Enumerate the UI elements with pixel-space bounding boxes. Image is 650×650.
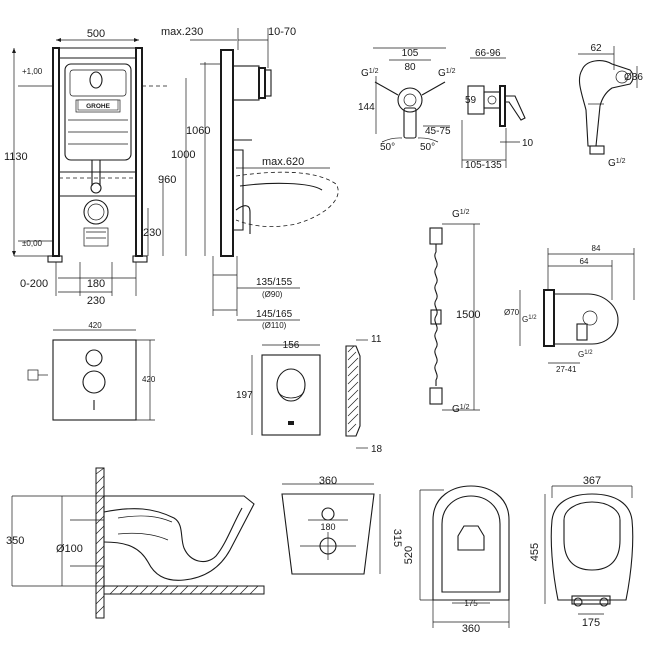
shower-w62-label: 62 — [590, 43, 602, 54]
frame-pipe90-label: (Ø90) — [262, 290, 283, 299]
frame-pipe135-label: 135/155 — [256, 277, 293, 288]
frame-w230-label: 230 — [87, 295, 105, 307]
bowl-h350-label: 350 — [6, 535, 24, 547]
seat-bowl-w360-label: 360 — [462, 623, 480, 635]
holder-w64-label: 64 — [580, 257, 589, 266]
sound-insulation-plate — [27, 329, 155, 421]
seat-w175-label: 175 — [582, 617, 600, 629]
frame-height-label: 1130 — [4, 151, 28, 163]
mixer-side-59-label: 59 — [465, 95, 477, 106]
frame-side-view — [190, 28, 339, 321]
bowl-seat-top-view — [419, 485, 510, 628]
button-d18-label: 18 — [371, 444, 383, 455]
seat-bowl-h520-label: 520 — [403, 546, 415, 564]
frame-offset-label: 10-70 — [268, 26, 296, 38]
frame-zero-level-label: ±0,00 — [22, 239, 43, 248]
frame-h960-label: 960 — [158, 174, 176, 186]
mixer-g-right-label: G1/2 — [438, 68, 456, 79]
frame-plus-level-label: +1,00 — [22, 67, 43, 76]
frame-range-0-200-label: 0-200 — [20, 278, 48, 290]
holder-w84-label: 84 — [592, 244, 601, 253]
holder-range-27-41-label: 27-41 — [556, 365, 577, 374]
frame-h230-label: 230 — [143, 227, 161, 239]
button-d11-label: 11 — [371, 334, 382, 345]
mixer-h144-label: 144 — [358, 102, 375, 113]
shower-hose — [429, 223, 480, 411]
mixer-side-10-label: 10 — [522, 138, 534, 149]
shower-g-label: G1/2 — [608, 158, 626, 169]
frame-front-view — [12, 38, 187, 296]
flush-button — [251, 339, 368, 449]
frame-w180-label: 180 — [87, 278, 105, 290]
frame-max-depth-label: max.230 — [161, 26, 203, 38]
bowl-top-w360-label: 360 — [319, 475, 337, 487]
mixer-w105-label: 105 — [402, 48, 419, 59]
bowl-side-section — [11, 467, 265, 619]
holder-d70-label: Ø70 — [504, 308, 520, 317]
mixer-side-66-96-label: 66-96 — [475, 48, 501, 59]
plate-h420-label: 420 — [142, 375, 156, 384]
mixer-g-left-label: G1/2 — [361, 68, 379, 79]
holder-g-side-label: G1/2 — [522, 315, 537, 324]
mixer-angle-right-label: 50° — [420, 142, 435, 153]
button-h197-label: 197 — [236, 390, 253, 401]
frame-pipe110-label: (Ø110) — [262, 321, 287, 330]
frame-h1000-label: 1000 — [171, 149, 195, 161]
mixer-w80-label: 80 — [404, 62, 416, 73]
shower-holder — [519, 248, 635, 364]
hose-length-label: 1500 — [456, 309, 480, 321]
mixer-angle-left-label: 50° — [380, 142, 395, 153]
seat-h455-label: 455 — [529, 543, 541, 561]
frame-pipe145-label: 145/165 — [256, 309, 293, 320]
mixer-side-view — [461, 57, 526, 168]
frame-max620-label: max.620 — [262, 156, 304, 168]
seat-bowl-w175-label: 175 — [464, 599, 478, 608]
hose-g-bottom-label: G1/2 — [452, 404, 470, 415]
frame-width-label: 500 — [87, 28, 105, 40]
bowl-top-w180-label: 180 — [320, 522, 335, 532]
bowl-top-view — [281, 483, 381, 575]
seat-w367-label: 367 — [583, 475, 601, 487]
hand-shower — [578, 46, 638, 155]
holder-g-bottom-label: G1/2 — [578, 350, 593, 359]
seat-top-view — [544, 485, 634, 615]
labels: 500 1130 +1,00 ±0,00 1060 1000 960 230 0… — [4, 26, 643, 635]
bowl-d100-label: Ø100 — [56, 543, 83, 555]
mixer-side-105-135-label: 105-135 — [465, 160, 502, 171]
button-w156-label: 156 — [283, 340, 300, 351]
mixer-range-45-75-label: 45-75 — [425, 126, 451, 137]
frame-brand-label: GROHE — [86, 103, 111, 110]
shower-d36-label: Ø36 — [624, 72, 643, 83]
frame-h1060-label: 1060 — [186, 125, 210, 137]
hose-g-top-label: G1/2 — [452, 209, 470, 220]
bowl-top-d315-label: 315 — [391, 529, 403, 547]
plate-w420-label: 420 — [88, 321, 102, 330]
mixer-front-view — [373, 47, 450, 143]
